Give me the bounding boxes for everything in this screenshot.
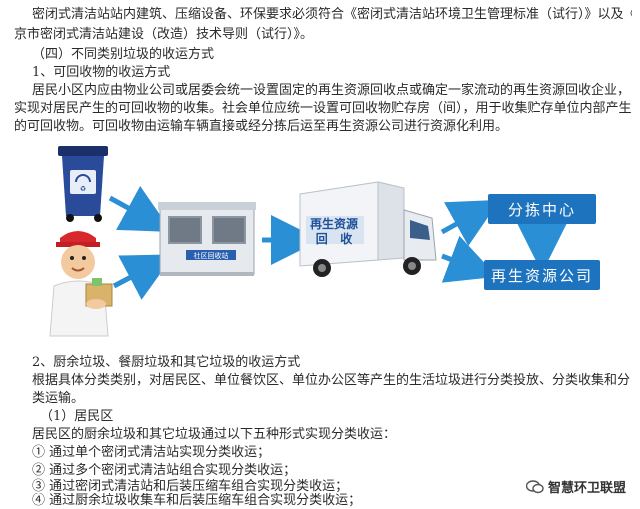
arrow-bin-to-station	[108, 186, 172, 233]
section-heading-residential: （1）居民区	[40, 409, 114, 424]
diagram-graphics: ♻ 社	[49, 146, 567, 337]
paragraph-1-line-1: 密闭式清洁站站内建筑、压缩设备、环保要求必须符合《密闭式清洁站环境卫生管理标准（…	[32, 7, 632, 22]
subheading-1: 1、可回收物的收运方式	[32, 65, 171, 80]
paragraph-3: 根据具体分类类别，对居民区、单位餐饮区、单位办公区等产生的生活垃圾进行分类投放、…	[32, 373, 631, 406]
list-item: ④ 通过厨余垃圾收集车和后装压缩车组合实现分类收运；	[32, 493, 362, 508]
truck-label-line-2: 回 收	[316, 231, 353, 246]
truck-label-line-1: 再生资源	[310, 216, 358, 231]
wechat-icon	[525, 479, 544, 494]
section-heading-4: （四）不同类别垃圾的收运方式	[32, 47, 215, 62]
arrow-person-to-station	[112, 254, 175, 300]
list-item: ② 通过多个密闭式清洁站组合实现分类收运；	[32, 463, 297, 478]
svg-text:♻: ♻	[80, 185, 86, 193]
paragraph-4: 居民区的厨余垃圾和其它垃圾通过以下五种形式实现分类收运：	[32, 427, 397, 442]
watermark: 智慧环卫联盟	[525, 477, 626, 496]
recycling-flow-diagram: ♻ 社	[0, 136, 640, 350]
arrow-truck-to-sorting-center	[440, 199, 500, 246]
recycling-bin-icon: ♻	[58, 146, 108, 222]
resident-person-icon	[49, 231, 113, 337]
recycling-company-box: 再生资源公司	[484, 260, 600, 290]
paragraph-2-line-2: 实现对居民产生的可回收物的收集。社会单位应统一设置可回收物贮存房（间），用于收集…	[14, 101, 632, 116]
list-item: ① 通过单个密闭式清洁站实现分类收运；	[32, 445, 271, 460]
subheading-2: 2、厨余垃圾、餐厨垃圾和其它垃圾的收运方式	[32, 355, 301, 370]
recycling-truck-icon	[299, 181, 437, 277]
station-label: 社区回收站	[194, 251, 229, 260]
paragraph-2-line-1: 居民小区内应由物业公司或居委会统一设置固定的再生资源回收点或确定一家流动的再生资…	[32, 83, 631, 98]
paragraph-1-line-2: 京市密闭式清洁站建设（改造）技术导则（试行）》。	[14, 27, 314, 42]
arrow-truck-to-recycling-company	[441, 235, 498, 283]
paragraph-2-line-3: 的可回收物。可回收物由运输车辆直接或经分拣后运至再生资源公司进行资源化利用。	[14, 119, 509, 134]
watermark-text: 智慧环卫联盟	[547, 481, 626, 496]
list-item: ③ 通过密闭式清洁站和后装压缩车组合实现分类收运；	[32, 479, 349, 494]
sorting-center-box: 分拣中心	[488, 194, 596, 224]
community-recycling-station-icon	[158, 202, 256, 276]
